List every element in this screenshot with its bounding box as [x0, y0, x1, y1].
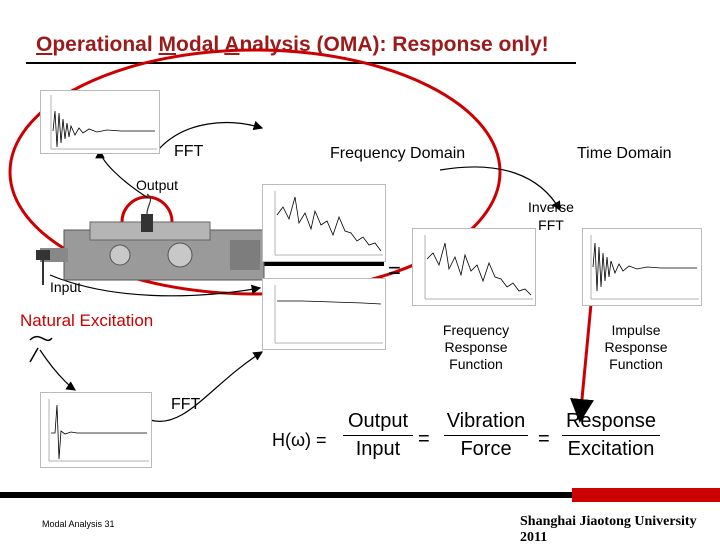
plot-excitation-time	[40, 392, 152, 468]
title-underline-rule	[26, 62, 576, 64]
equation-lhs: H(ω) =	[272, 430, 327, 450]
equation-equals-3: =	[538, 428, 550, 450]
footer-bar	[0, 492, 572, 498]
arrow-natural-excitation	[39, 349, 76, 391]
label-natural-excitation: Natural Excitation	[20, 311, 154, 330]
footer-institution: Shanghai Jiaotong University 2011	[520, 514, 697, 545]
label-time-domain: Time Domain	[577, 145, 672, 162]
plot-frequency-upper	[262, 184, 386, 262]
label-frequency-domain: Frequency Domain	[330, 145, 466, 162]
plot-frequency-lower	[262, 278, 386, 350]
arrow-inverse-fft	[439, 166, 561, 212]
plot-top-left-response	[40, 90, 160, 154]
slide-title: Operational Modal Analysis (OMA): Respon…	[36, 33, 549, 56]
output-sensor-icon	[141, 214, 153, 232]
arrow-fft-top	[157, 120, 264, 151]
footer-red-block	[572, 488, 720, 502]
hammer-icon	[36, 250, 50, 285]
arrow-input	[49, 274, 262, 297]
label-fft-top: FFT	[174, 143, 204, 160]
equals-sign-middle: =	[388, 258, 401, 283]
plot-frf	[412, 228, 536, 306]
plot-impulse-response	[582, 228, 702, 306]
label-output: Output	[136, 177, 179, 193]
footer-slide-number: Modal Analysis 31	[42, 519, 115, 529]
transmission-image	[40, 221, 265, 281]
equation-equals-2: =	[418, 428, 430, 450]
label-fft-bottom: FFT	[171, 396, 201, 413]
label-input: Input	[50, 279, 82, 295]
arrow-fft-bottom	[149, 351, 264, 422]
excitation-icon	[29, 335, 53, 363]
